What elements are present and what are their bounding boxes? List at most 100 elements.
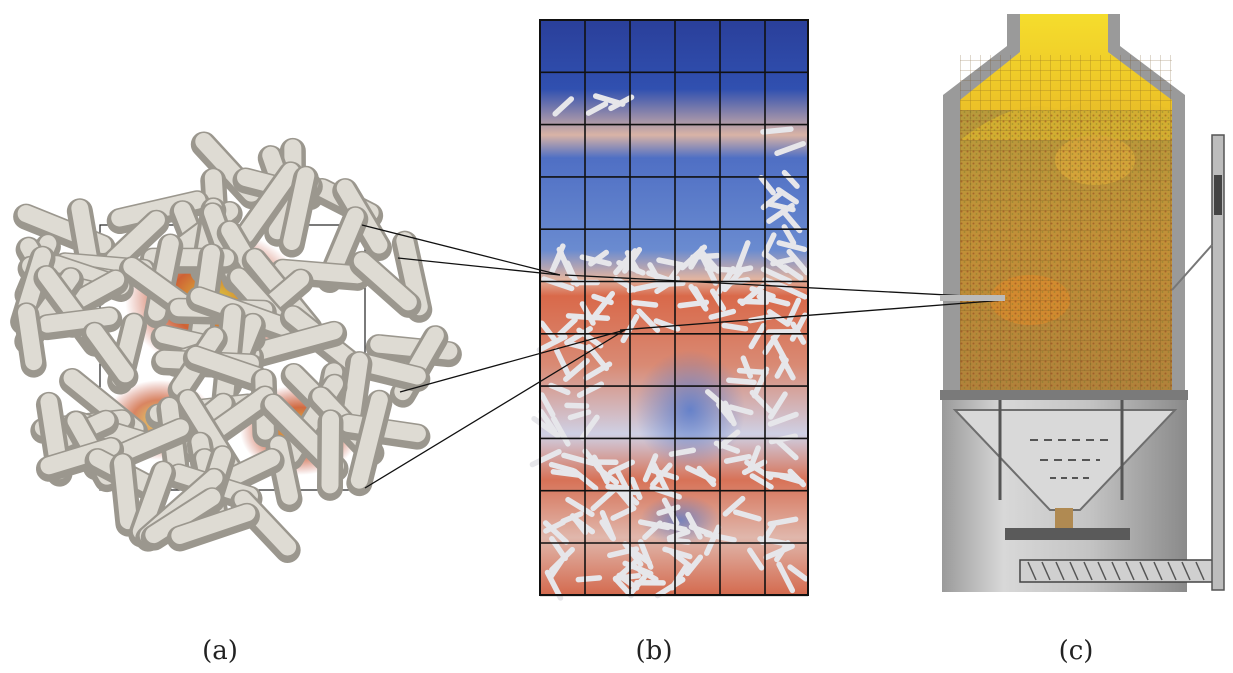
panel-c-reactor bbox=[940, 14, 1225, 592]
rod-particle-2d bbox=[737, 298, 770, 305]
rod-particle-2d bbox=[607, 459, 636, 476]
screw-flight bbox=[1167, 561, 1177, 581]
rod-particle-2d bbox=[608, 94, 635, 112]
rod-particle-2d bbox=[585, 101, 609, 116]
distributor-plate bbox=[940, 390, 1188, 400]
rod-particle-2d bbox=[543, 519, 566, 534]
connector-a-top-1 bbox=[361, 224, 561, 276]
rod-particle-2d bbox=[565, 313, 598, 321]
screw-flight bbox=[1083, 561, 1093, 581]
rod-highlight bbox=[353, 252, 417, 311]
zoom-connectors bbox=[361, 224, 1006, 489]
rod-particle-2d bbox=[748, 323, 767, 350]
rod-highlight bbox=[350, 391, 388, 489]
cool-region-lower bbox=[640, 495, 720, 545]
rod-particle-2d bbox=[758, 175, 776, 196]
rod-particle-2d bbox=[688, 524, 713, 537]
screw-flight bbox=[1055, 561, 1065, 581]
rod-particle-2d bbox=[760, 190, 784, 211]
rod-particle-2d bbox=[781, 169, 800, 189]
rod-particle-2d bbox=[539, 320, 559, 345]
rod-highlight bbox=[321, 410, 340, 494]
screw-flight bbox=[1195, 561, 1205, 581]
rod-particle-2d bbox=[765, 200, 796, 213]
outlet-plug bbox=[1055, 508, 1073, 530]
rod-particle-2d bbox=[564, 326, 593, 346]
caption-b: (b) bbox=[635, 636, 673, 666]
screw-flight bbox=[1041, 561, 1051, 581]
caption-a: (a) bbox=[202, 636, 238, 666]
rod-highlight bbox=[171, 504, 256, 544]
rod-particle-2d bbox=[722, 495, 746, 517]
rod-particle-2d bbox=[658, 280, 686, 288]
rod-particle-2d bbox=[708, 308, 737, 320]
connector-a-top-2 bbox=[397, 257, 561, 276]
rod-highlight bbox=[86, 323, 134, 383]
pipe-valve bbox=[1214, 175, 1222, 215]
rod-particle-2d bbox=[563, 358, 590, 382]
rod-highlight bbox=[283, 167, 315, 251]
rod-particle-2d bbox=[599, 510, 617, 542]
rod-particle-2d bbox=[749, 473, 774, 490]
rod-particle-2d bbox=[786, 297, 802, 324]
rod-particle-2d bbox=[631, 299, 659, 308]
rod-highlight bbox=[274, 260, 366, 284]
rod-particle-2d bbox=[688, 283, 709, 312]
rod-highlight bbox=[247, 322, 343, 361]
rod-particle-2d bbox=[723, 453, 752, 464]
connector-b-bottom bbox=[619, 299, 1006, 331]
rod-particle-2d bbox=[591, 454, 610, 485]
rod-particle-2d bbox=[548, 461, 576, 474]
screw-flight bbox=[1069, 561, 1079, 581]
rod-particle-2d bbox=[763, 543, 795, 561]
rod-highlight bbox=[187, 346, 265, 385]
rod-particle-2d bbox=[666, 529, 691, 541]
rod-particle-2d bbox=[551, 243, 566, 270]
rod-particle-2d bbox=[721, 322, 749, 332]
rod-particle-2d bbox=[542, 520, 569, 545]
rod-particle-2d bbox=[722, 400, 737, 427]
rod-particle-2d bbox=[690, 252, 721, 260]
rod-particle-2d bbox=[626, 281, 661, 294]
rod-particle-2d bbox=[782, 210, 803, 234]
rod-particle-2d bbox=[749, 389, 773, 414]
connector-pipe bbox=[1171, 244, 1213, 291]
rod-particle-2d bbox=[592, 290, 616, 318]
rod-particle-2d bbox=[756, 293, 791, 307]
rod-particle-2d bbox=[704, 389, 729, 410]
rod-particle-2d bbox=[787, 564, 809, 582]
rod-particle-2d bbox=[616, 260, 646, 276]
rod-particle-2d bbox=[749, 286, 776, 300]
screw-flight bbox=[1125, 561, 1135, 581]
rod-particle-2d bbox=[626, 545, 653, 566]
screw-flights bbox=[1027, 561, 1205, 581]
rod-particle-2d bbox=[629, 476, 643, 501]
rod-particle-2d bbox=[557, 317, 578, 337]
rod-particle-2d bbox=[786, 248, 810, 276]
rod-particle-2d bbox=[767, 411, 799, 427]
rod-particle-2d bbox=[656, 257, 685, 268]
rod-particle-2d bbox=[554, 347, 571, 376]
rod-particle-2d bbox=[551, 415, 571, 447]
rod-particle-2d bbox=[613, 248, 638, 276]
rod-particle-2d bbox=[763, 470, 793, 480]
rod-highlight bbox=[106, 211, 165, 268]
rod-particle-2d bbox=[736, 367, 769, 376]
screw-conveyor-upper bbox=[1005, 528, 1130, 540]
rod-particle-2d bbox=[548, 552, 568, 580]
rod-particle-2d bbox=[781, 264, 804, 281]
rod-highlight bbox=[113, 454, 137, 530]
screw-flight bbox=[1097, 561, 1107, 581]
rod-particle-2d bbox=[642, 520, 663, 541]
connector-a-bottom-1 bbox=[399, 329, 626, 393]
rod-particle-2d bbox=[538, 408, 558, 434]
rod-highlight bbox=[71, 199, 98, 269]
rod-particle-2d bbox=[703, 524, 722, 556]
rod-particle-2d bbox=[774, 437, 799, 461]
rod-particle-2d bbox=[762, 330, 781, 356]
rod-particle-2d bbox=[612, 575, 634, 599]
cool-region-center bbox=[635, 350, 745, 470]
rod-highlight bbox=[38, 307, 118, 333]
rod-particle-2d bbox=[575, 575, 603, 583]
rod-particle-2d bbox=[767, 391, 788, 420]
